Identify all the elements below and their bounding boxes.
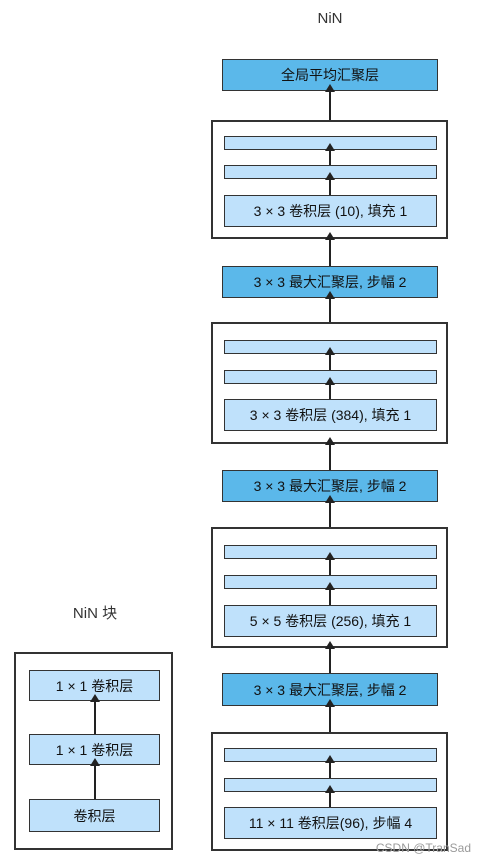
arrow-to-block-1	[325, 232, 335, 266]
nin-block-3-conv: 5 × 5 卷积层 (256), 填充 1	[224, 605, 437, 637]
watermark: CSDN @TranSad	[375, 841, 471, 855]
nin-block-2-conv: 3 × 3 卷积层 (384), 填充 1	[224, 399, 437, 431]
nin-block-2-arrow-1	[325, 377, 335, 399]
nin-block-2-arrow-2	[325, 347, 335, 370]
nin-title: NiN	[317, 10, 343, 27]
arrow-to-pool-3	[325, 291, 335, 322]
nin-block-3-arrow-1	[325, 582, 335, 605]
nin-block-3-arrow-2	[325, 552, 335, 575]
nin-block-detail-conv: 卷积层	[29, 799, 160, 832]
nin-block-detail-conv1x1-mid: 1 × 1 卷积层	[29, 734, 160, 765]
nin-block-1-conv: 3 × 3 卷积层 (10), 填充 1	[224, 195, 437, 227]
arrow-to-pool-2	[325, 495, 335, 527]
nin-block-1-arrow-2	[325, 143, 335, 165]
nin-block-4-arrow-2	[325, 755, 335, 778]
arrow-to-block-2	[325, 437, 335, 470]
nin-block-1-arrow-1	[325, 172, 335, 195]
nin-block-4-arrow-1	[325, 785, 335, 807]
nin-block-3: 5 × 5 卷积层 (256), 填充 1	[211, 527, 448, 648]
nin-block-1: 3 × 3 卷积层 (10), 填充 1	[211, 120, 448, 239]
arrow-to-gap	[325, 84, 335, 120]
arrow-to-block-3	[325, 641, 335, 673]
nin-block-detail-arrow-1	[90, 758, 100, 799]
maxpool-2-layer: 3 × 3 最大汇聚层, 步幅 2	[222, 470, 438, 502]
arrow-to-pool-1	[325, 699, 335, 732]
nin-block-4: 11 × 11 卷积层(96), 步幅 4	[211, 732, 448, 851]
nin-block-detail-conv1x1-top: 1 × 1 卷积层	[29, 670, 160, 701]
nin-block-detail-arrow-2	[90, 694, 100, 734]
nin-block-title: NiN 块	[72, 605, 118, 622]
nin-block-4-conv: 11 × 11 卷积层(96), 步幅 4	[224, 807, 437, 839]
nin-block-detail: 1 × 1 卷积层 1 × 1 卷积层 卷积层	[14, 652, 173, 850]
nin-block-2: 3 × 3 卷积层 (384), 填充 1	[211, 322, 448, 444]
